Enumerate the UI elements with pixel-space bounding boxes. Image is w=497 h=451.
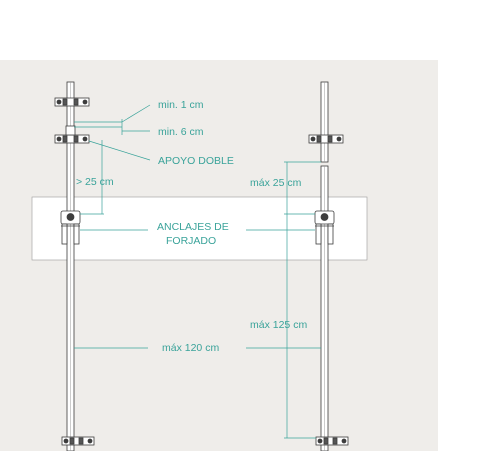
left-floor-anchor	[60, 210, 81, 245]
floor-slab	[31, 196, 368, 261]
label-min-6cm: min. 6 cm	[158, 126, 204, 138]
label-min-1cm: min. 1 cm	[158, 99, 204, 111]
label-max-120cm: máx 120 cm	[162, 342, 219, 354]
right-floor-anchor	[314, 210, 335, 245]
left-post	[66, 81, 75, 451]
label-apoyo-doble: APOYO DOBLE	[158, 155, 234, 167]
left-bottom-coupler	[61, 436, 95, 446]
right-bottom-coupler	[315, 436, 349, 446]
dimension-lines	[74, 104, 321, 439]
label-max-25cm: máx 25 cm	[250, 177, 302, 189]
left-top-coupler	[54, 97, 90, 107]
label-more-25cm: > 25 cm	[76, 176, 114, 188]
left-double-support-coupler	[54, 125, 90, 144]
right-top-coupler	[308, 134, 344, 144]
label-max-125cm: máx 125 cm	[250, 319, 307, 331]
label-anclajes-line2: FORJADO	[166, 235, 216, 247]
label-anclajes-line1: ANCLAJES DE	[157, 221, 229, 233]
